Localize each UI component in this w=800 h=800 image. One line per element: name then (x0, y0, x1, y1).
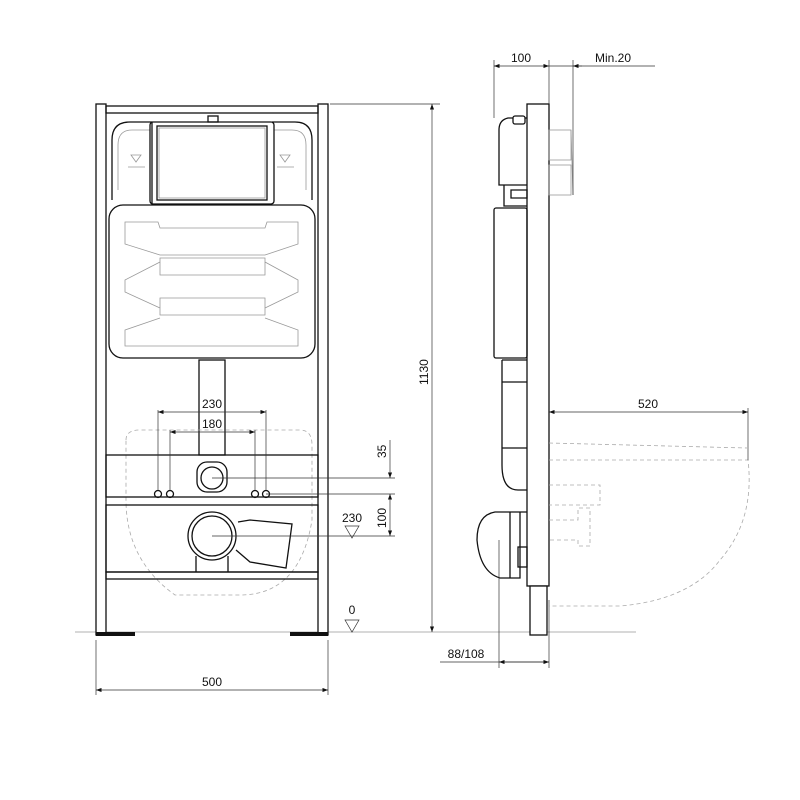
dim-35: 35 (375, 444, 389, 458)
drain-level-label: 230 (342, 511, 362, 525)
bowl-outline-front (125, 429, 313, 596)
side-cistern-top (498, 117, 528, 207)
left-foot (96, 632, 135, 636)
right-foot (290, 632, 328, 636)
floor-level-marker-icon (344, 619, 360, 633)
level-mark-right-icon (277, 154, 294, 168)
side-view: 100 Min.20 520 88/108 (440, 51, 750, 668)
cistern-top (111, 121, 313, 205)
dim-min20: Min.20 (595, 51, 631, 65)
side-cistern-tank (493, 207, 528, 359)
flush-plate-opening (149, 121, 275, 205)
dim-100-depth: 100 (511, 51, 531, 65)
dim-520: 520 (638, 397, 658, 411)
right-post (317, 103, 329, 636)
dim-500: 500 (202, 675, 222, 689)
side-flush-pipe (501, 359, 527, 491)
mounting-bolts (153, 489, 271, 499)
dim-88-108: 88/108 (448, 647, 485, 661)
cistern-tank (108, 204, 316, 359)
flush-valve-cap (207, 115, 219, 123)
tank-ribs (124, 221, 299, 347)
drain-level-marker-icon (344, 525, 360, 539)
bottom-bar (105, 571, 319, 580)
level-mark-left-icon (128, 154, 145, 168)
top-bar (105, 105, 319, 114)
dim-100: 100 (375, 508, 389, 528)
connection-panel (105, 454, 319, 498)
bowl-outline-side (548, 442, 750, 607)
dim-230-spacing: 230 (202, 397, 222, 411)
left-post (95, 103, 107, 636)
frame-profile (526, 103, 550, 587)
dim-1130: 1130 (417, 359, 431, 385)
wall-connectors (548, 129, 574, 196)
dim-180-spacing: 180 (202, 417, 222, 431)
floor-level-label: 0 (349, 603, 356, 617)
side-drain-bend (476, 511, 527, 579)
side-leg (529, 585, 548, 636)
front-view: 230 180 35 100 230 0 1130 500 (95, 103, 440, 695)
